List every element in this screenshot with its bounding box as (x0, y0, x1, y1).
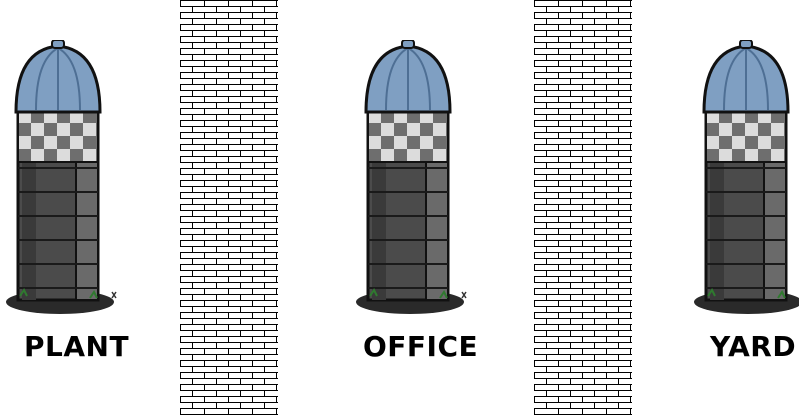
brick-wall-icon (534, 0, 632, 415)
building-label-office: OFFICE (363, 330, 478, 363)
building-label-plant: PLANT (24, 330, 129, 363)
silo-icon (0, 40, 130, 318)
building-label-yard: YARD (710, 330, 796, 363)
silo-icon (350, 40, 480, 318)
silo-icon (688, 40, 799, 318)
brick-wall-icon (180, 0, 278, 415)
